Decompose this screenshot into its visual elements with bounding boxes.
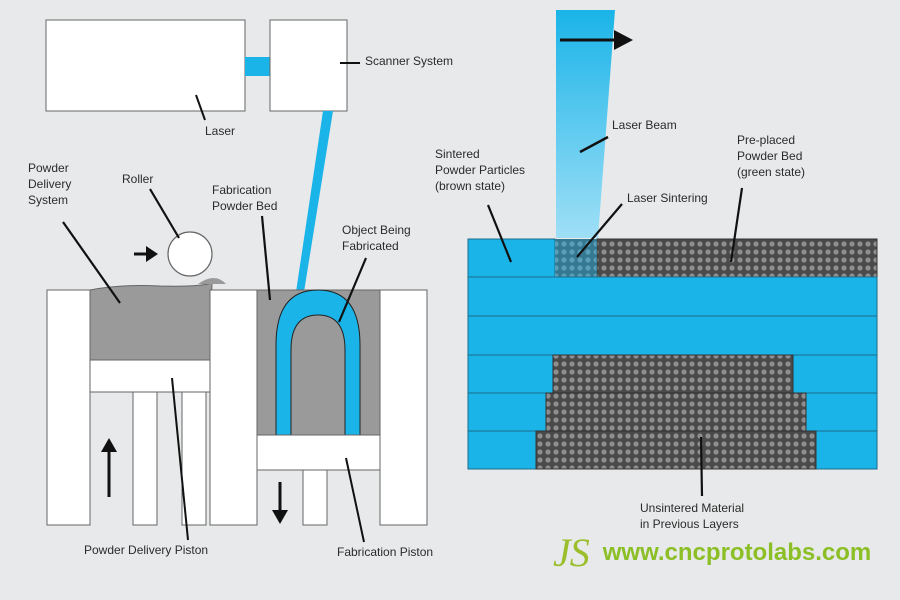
label-fabrication-powder-bed: Fabrication Powder Bed	[212, 183, 278, 213]
fab-piston-rod	[302, 469, 328, 526]
label-powder-delivery-piston: Powder Delivery Piston	[84, 543, 209, 557]
leader-unsintered	[699, 436, 704, 497]
label-laser-beam: Laser Beam	[612, 118, 677, 132]
leader-laser-beam	[579, 135, 609, 154]
leader-delivery	[62, 221, 121, 304]
unsintered-layer-6	[535, 430, 817, 470]
label-laser-sintering: Laser Sintering	[627, 191, 708, 205]
roller-direction-arrow	[146, 246, 158, 262]
laser-sintering-zone	[555, 239, 597, 277]
label-object-being-fabricated: Object Being Fabricated	[342, 223, 411, 253]
delivery-left-wall	[46, 289, 91, 526]
leader-preplaced	[729, 187, 744, 263]
delivery-piston-up-arrow	[101, 438, 117, 452]
delivery-piston-plate	[89, 359, 211, 393]
fab-left-wall-block	[209, 289, 258, 526]
leader-delivery-piston	[171, 377, 189, 541]
label-roller: Roller	[122, 172, 154, 186]
brand-watermark: JS www.cncprotolabs.com	[553, 533, 871, 573]
laser-beam-horizontal	[245, 57, 271, 76]
brand-url: www.cncprotolabs.com	[602, 539, 872, 566]
roller-gap-powder	[198, 278, 226, 284]
leader-laser-sintering	[576, 203, 623, 258]
delivery-piston-rod-left	[132, 391, 158, 526]
label-preplaced-powder-bed: Pre-placed Powder Bed (green state)	[737, 133, 806, 179]
leader-fab-bed	[260, 215, 272, 301]
delivery-powder	[89, 282, 213, 361]
roller	[167, 231, 213, 277]
layer-3	[467, 315, 878, 356]
leader-sintered	[486, 204, 513, 263]
label-scanner-system: Scanner System	[365, 54, 454, 68]
scan-direction-arrow	[614, 30, 633, 50]
scanner-box	[269, 19, 348, 112]
label-fabrication-piston: Fabrication Piston	[337, 545, 434, 559]
fab-right-wall	[379, 289, 428, 526]
fabricated-object	[275, 289, 361, 436]
label-sintered-powder-particles: Sintered Powder Particles (brown state)	[435, 147, 526, 193]
preplaced-powder-bed	[596, 238, 878, 278]
top-layer-sintered	[467, 238, 556, 278]
label-unsintered-material: Unsintered Material in Previous Layers	[640, 501, 745, 531]
fabrication-piston-down-arrow	[272, 510, 288, 524]
unsintered-layer-5	[545, 392, 807, 432]
sintering-glow	[555, 239, 597, 277]
leader-object	[337, 257, 368, 323]
scanner-laser-beam	[296, 111, 333, 292]
leader-roller	[149, 188, 180, 239]
label-powder-delivery-system: Powder Delivery System	[28, 161, 72, 207]
label-laser: Laser	[205, 124, 236, 138]
brand-logo: JS	[553, 530, 590, 575]
laser-box	[45, 19, 246, 112]
delivery-piston-rod-right	[181, 391, 207, 526]
fab-piston-plate	[256, 434, 381, 471]
layer-2	[467, 276, 878, 317]
leader-fab-piston	[345, 457, 365, 543]
unsintered-layer-4	[552, 354, 794, 394]
leader-laser	[195, 94, 206, 121]
laser-beam-cone	[556, 10, 615, 238]
